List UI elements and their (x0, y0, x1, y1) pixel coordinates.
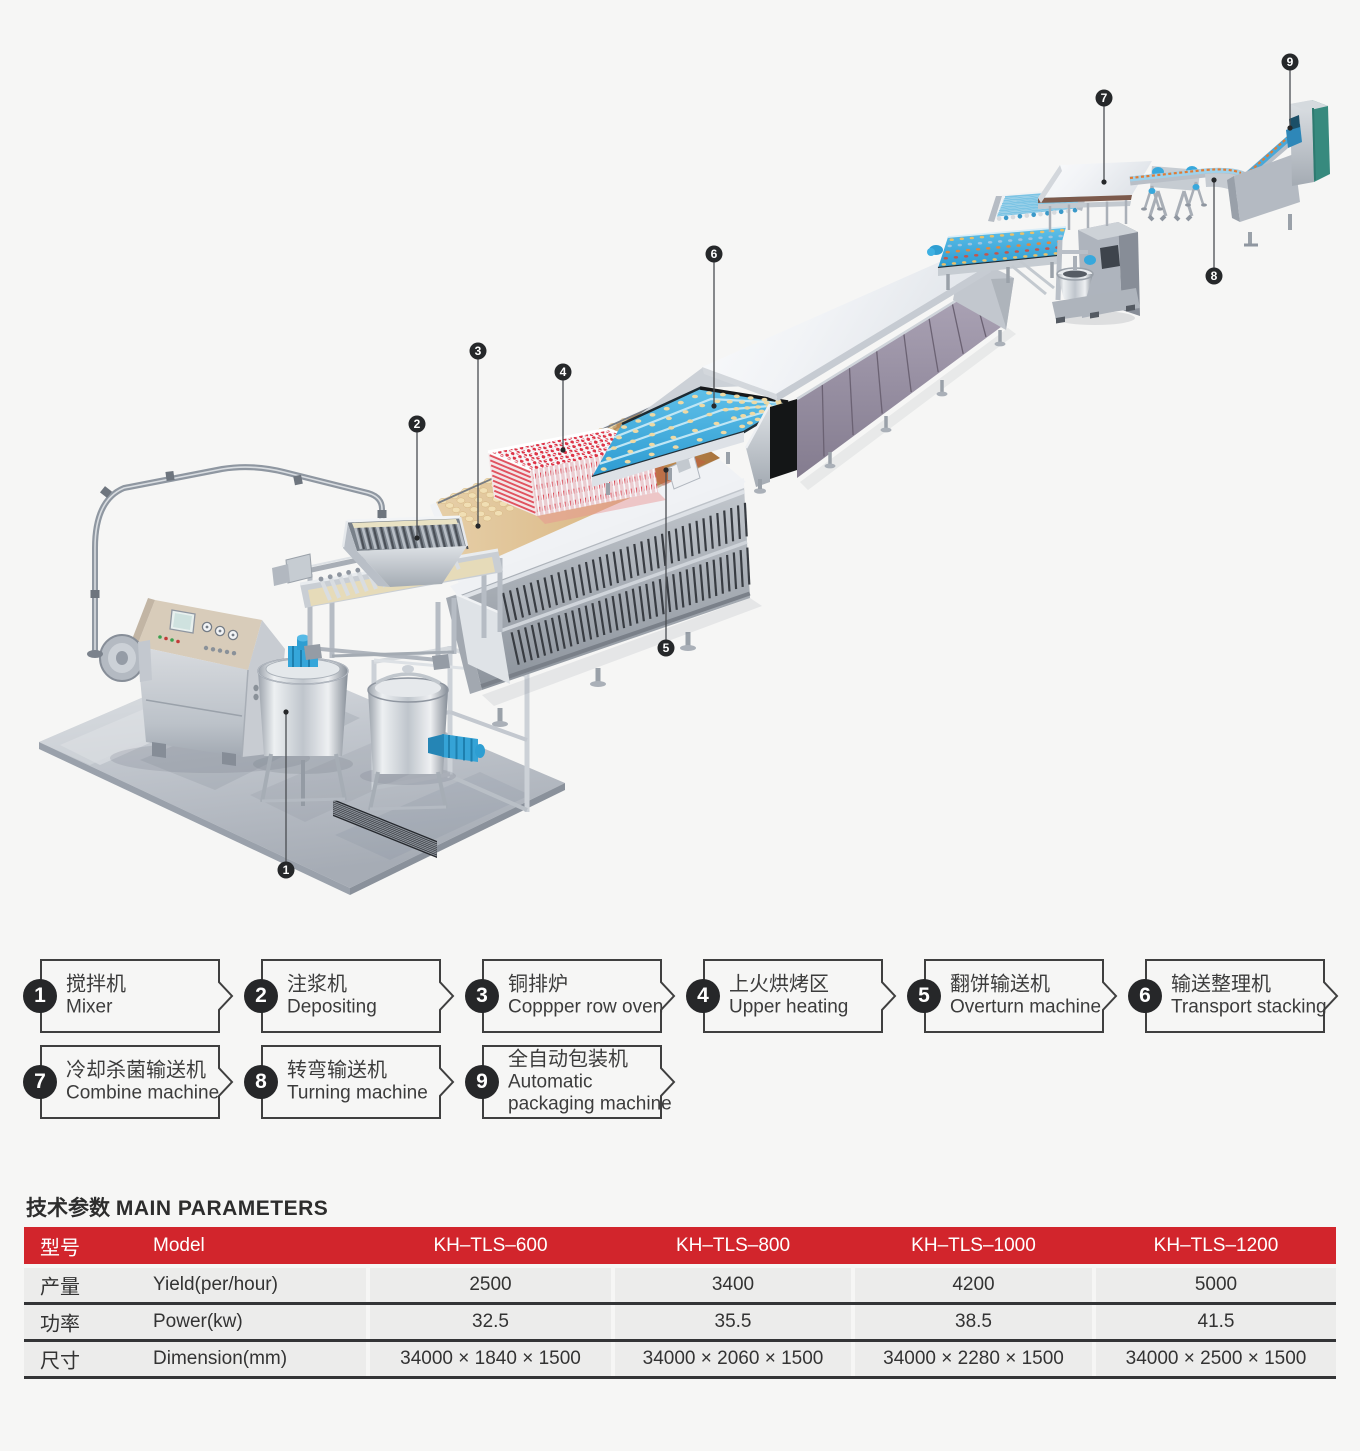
svg-text:5: 5 (663, 641, 670, 655)
svg-text:6: 6 (711, 247, 718, 261)
svg-text:2: 2 (414, 417, 421, 431)
svg-text:4: 4 (560, 365, 567, 379)
svg-text:3: 3 (475, 344, 482, 358)
svg-text:7: 7 (1101, 91, 1108, 105)
svg-text:8: 8 (1211, 269, 1218, 283)
svg-text:9: 9 (1287, 55, 1294, 69)
svg-text:1: 1 (283, 863, 290, 877)
